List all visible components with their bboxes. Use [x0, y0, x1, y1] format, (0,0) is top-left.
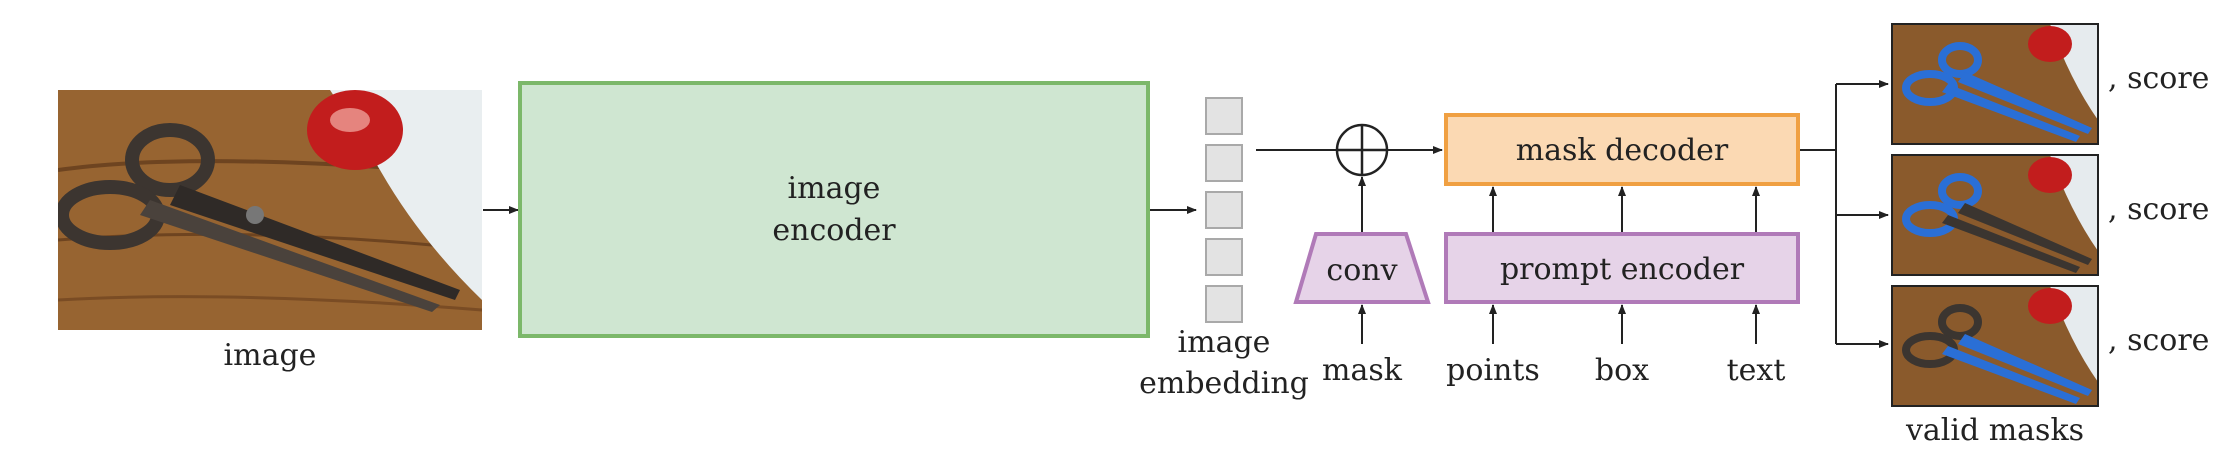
image-caption: image	[224, 338, 317, 373]
plus-circle-icon	[1335, 123, 1389, 177]
text-label: text	[1727, 353, 1786, 388]
score-label-1: , score	[2108, 61, 2209, 96]
output-branches	[1800, 80, 1889, 348]
image-embedding-stack	[1205, 97, 1243, 323]
embedding-token	[1205, 144, 1243, 182]
output-mask-3	[1892, 286, 2098, 406]
input-image	[58, 90, 482, 330]
conv-label: conv	[1326, 253, 1397, 288]
conv-block	[1293, 232, 1431, 304]
image-encoder-box	[518, 81, 1150, 338]
output-mask-1	[1892, 24, 2098, 144]
prompt-encoder-label: prompt encoder	[1500, 252, 1745, 287]
box-label: box	[1595, 353, 1649, 388]
valid-masks-label: valid masks	[1905, 413, 2084, 448]
output-mask-2	[1892, 155, 2098, 275]
mask-decoder-label: mask decoder	[1516, 133, 1729, 168]
mask-input-label: mask	[1322, 353, 1403, 388]
encoder-label-line1: image	[788, 171, 881, 206]
embedding-label-line2: embedding	[1139, 366, 1309, 401]
encoder-label-line2: encoder	[772, 213, 896, 248]
embedding-token	[1205, 238, 1243, 276]
prompt-encoder-box	[1444, 232, 1800, 304]
embedding-token	[1205, 97, 1243, 135]
score-label-2: , score	[2108, 192, 2209, 227]
mask-decoder-box	[1444, 113, 1800, 186]
embedding-token	[1205, 191, 1243, 229]
score-label-3: , score	[2108, 323, 2209, 358]
points-label: points	[1446, 353, 1540, 388]
embedding-token	[1205, 285, 1243, 323]
embedding-label-line1: image	[1178, 325, 1271, 360]
